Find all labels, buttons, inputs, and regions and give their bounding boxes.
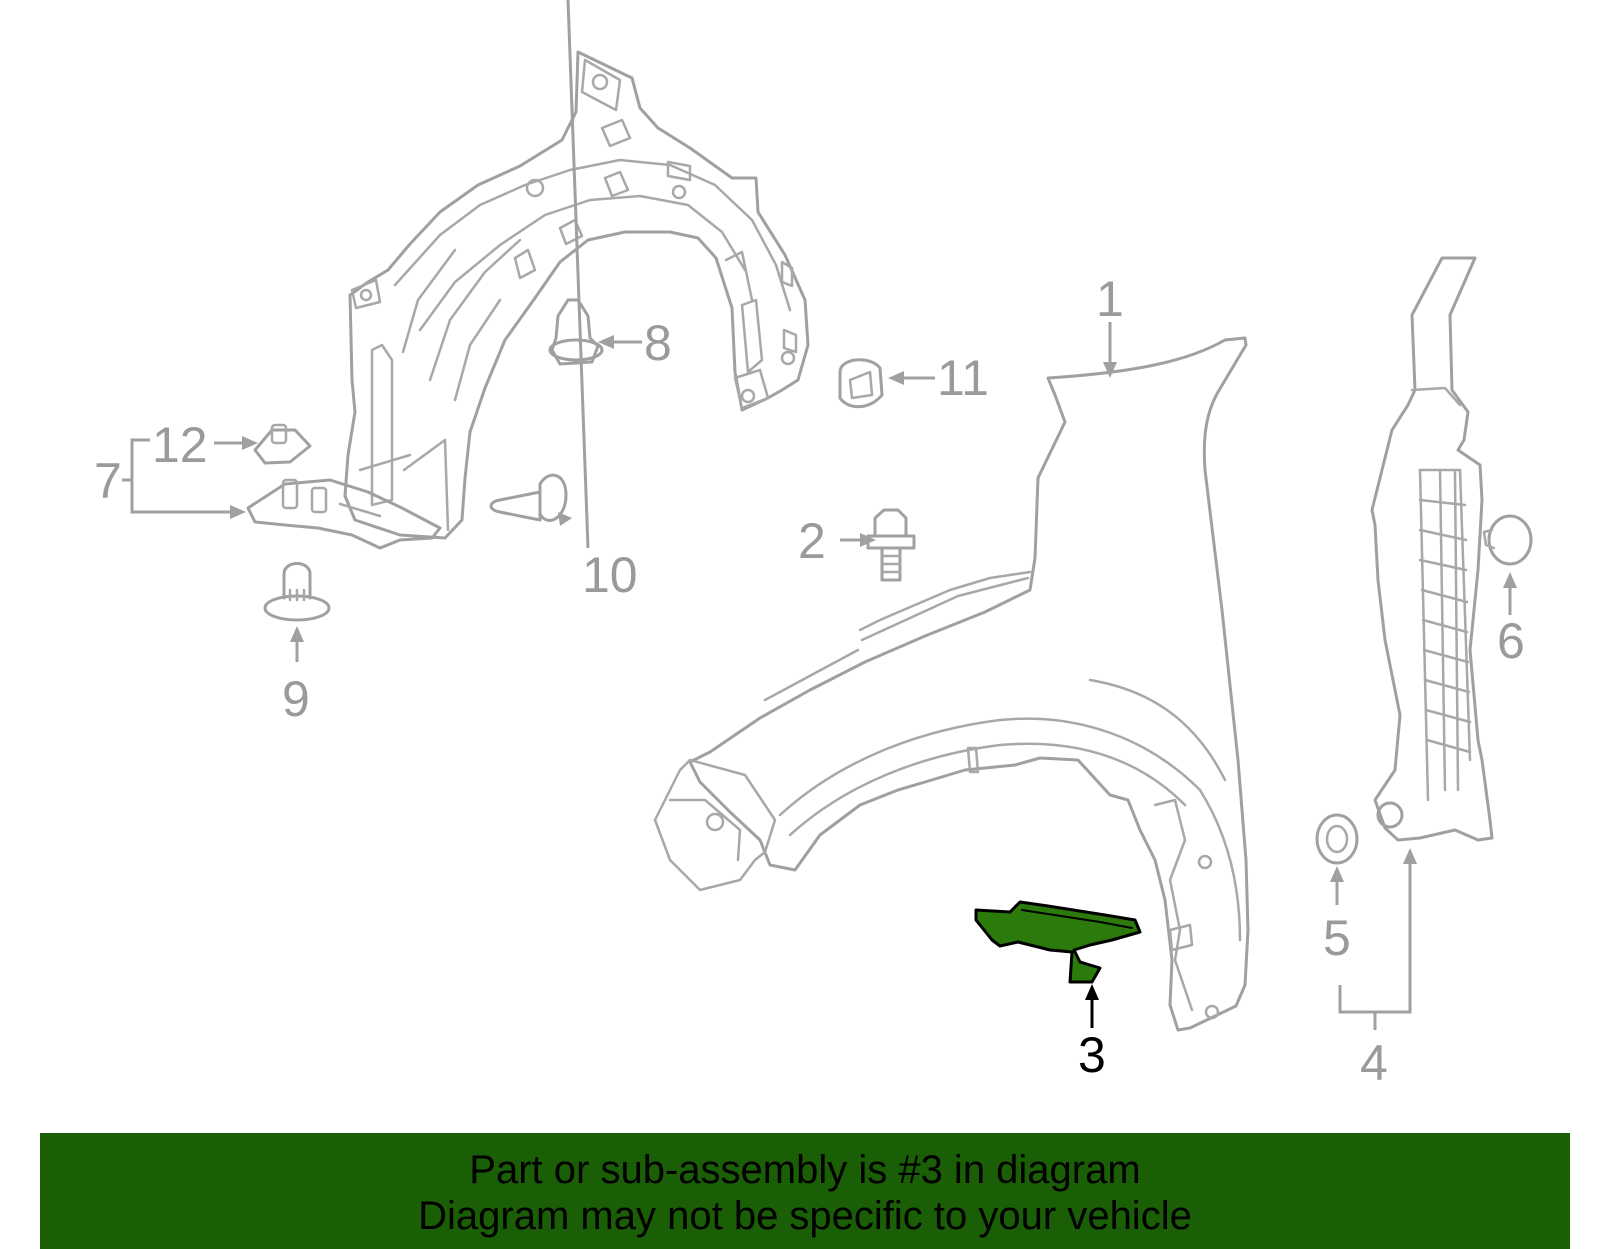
fender-bracket-part-3[interactable]	[974, 900, 1142, 984]
liner-bracket-part-7[interactable]	[246, 478, 442, 550]
callout-6: 6	[1497, 613, 1525, 669]
banner-line-1: Part or sub-assembly is #3 in diagram	[469, 1148, 1141, 1192]
callout-12: 12	[152, 417, 208, 473]
callout-labels: 1 2 3 4 5 6 7 8 9 10 11 12	[94, 271, 1525, 1091]
grommet-part-5[interactable]	[1315, 813, 1359, 865]
callout-10: 10	[582, 547, 638, 603]
fender-liner-part-7[interactable]	[343, 50, 810, 540]
trim-clip-part-11[interactable]	[838, 358, 884, 409]
callout-11: 11	[937, 350, 989, 406]
push-clip-part-9[interactable]	[263, 562, 331, 622]
leader-lines	[122, 0, 1517, 1030]
callout-5: 5	[1323, 910, 1351, 966]
fender-seal-part-4[interactable]	[1370, 256, 1494, 842]
callout-2: 2	[798, 513, 826, 569]
callout-4: 4	[1360, 1035, 1388, 1091]
cap-clip-part-6[interactable]	[1482, 514, 1533, 566]
clip-nut-part-12[interactable]	[253, 423, 312, 465]
banner-line-2: Diagram may not be specific to your vehi…	[418, 1194, 1192, 1238]
fender-panel-part-1[interactable]	[653, 336, 1250, 1032]
callout-3: 3	[1078, 1027, 1106, 1083]
callout-1: 1	[1096, 271, 1124, 327]
pin-clip-part-10[interactable]	[489, 473, 568, 522]
callout-8: 8	[644, 315, 672, 371]
rivet-clip-part-8[interactable]	[548, 298, 604, 366]
info-banner: Part or sub-assembly is #3 in diagram Di…	[40, 1133, 1570, 1249]
callout-7: 7	[94, 453, 122, 509]
callout-9: 9	[282, 671, 310, 727]
bolt-part-2[interactable]	[866, 508, 916, 582]
